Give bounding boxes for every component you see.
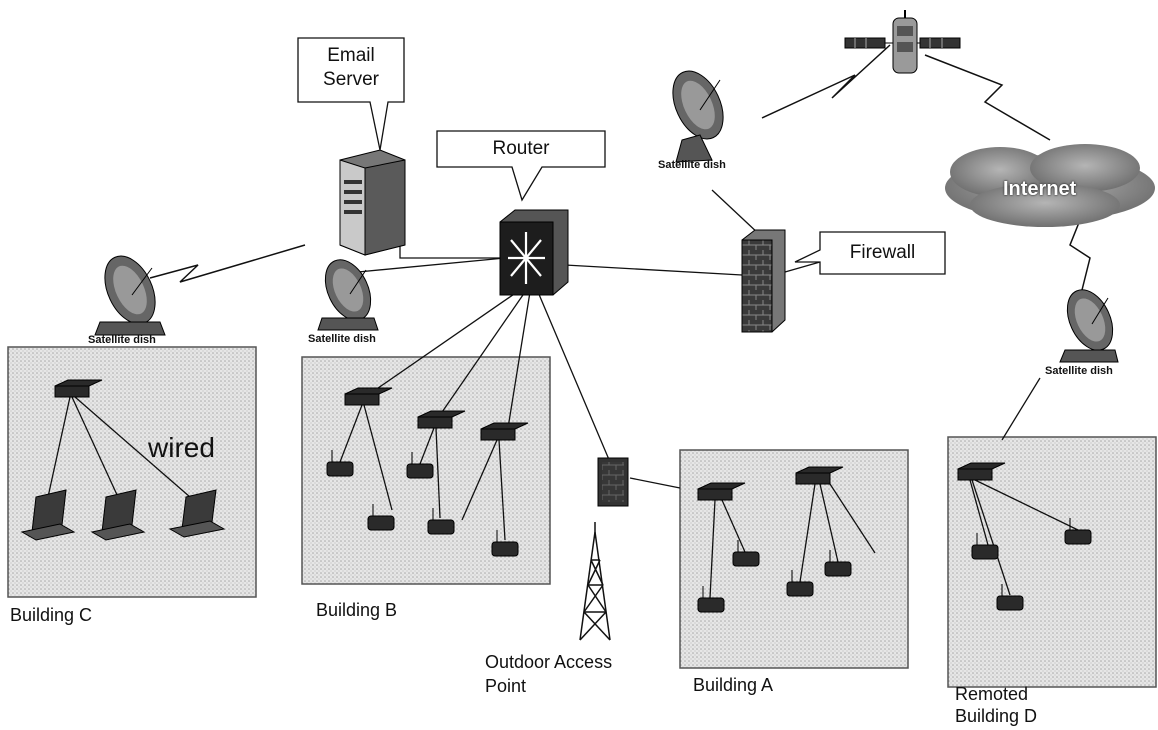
- satellite-dish-label: Satellite dish: [88, 334, 156, 346]
- satellite-icon: [845, 10, 960, 73]
- router-label: Router: [437, 137, 605, 161]
- satellite-dish-label: Satellite dish: [308, 333, 376, 345]
- wireless-links: [150, 45, 1090, 290]
- firewall-icon: [742, 230, 785, 332]
- satellite-dish-building-d: [1058, 283, 1121, 362]
- wired-label: wired: [148, 432, 215, 464]
- email-server-label: Email Server: [298, 44, 404, 92]
- email-server-icon: [340, 150, 405, 255]
- building-a-label: Building A: [693, 673, 773, 697]
- satellite-dish-building-b: [316, 253, 379, 330]
- outdoor-ap-icon: [598, 458, 628, 506]
- building-c-box: [8, 347, 256, 597]
- outdoor-access-point-label: Outdoor Access Point: [485, 650, 612, 698]
- building-d-label: Remoted Building D: [955, 683, 1037, 727]
- satellite-dish-router: [663, 63, 733, 162]
- satellite-dish-building-c: [95, 248, 165, 335]
- satellite-dish-label: Satellite dish: [658, 159, 726, 171]
- building-b-label: Building B: [316, 598, 397, 622]
- building-c-label: Building C: [10, 603, 92, 627]
- satellite-dish-label: Satellite dish: [1045, 365, 1113, 377]
- tower-icon: [580, 522, 610, 640]
- router-icon: [500, 210, 568, 295]
- firewall-label: Firewall: [820, 241, 945, 265]
- internet-label: Internet: [1003, 178, 1076, 201]
